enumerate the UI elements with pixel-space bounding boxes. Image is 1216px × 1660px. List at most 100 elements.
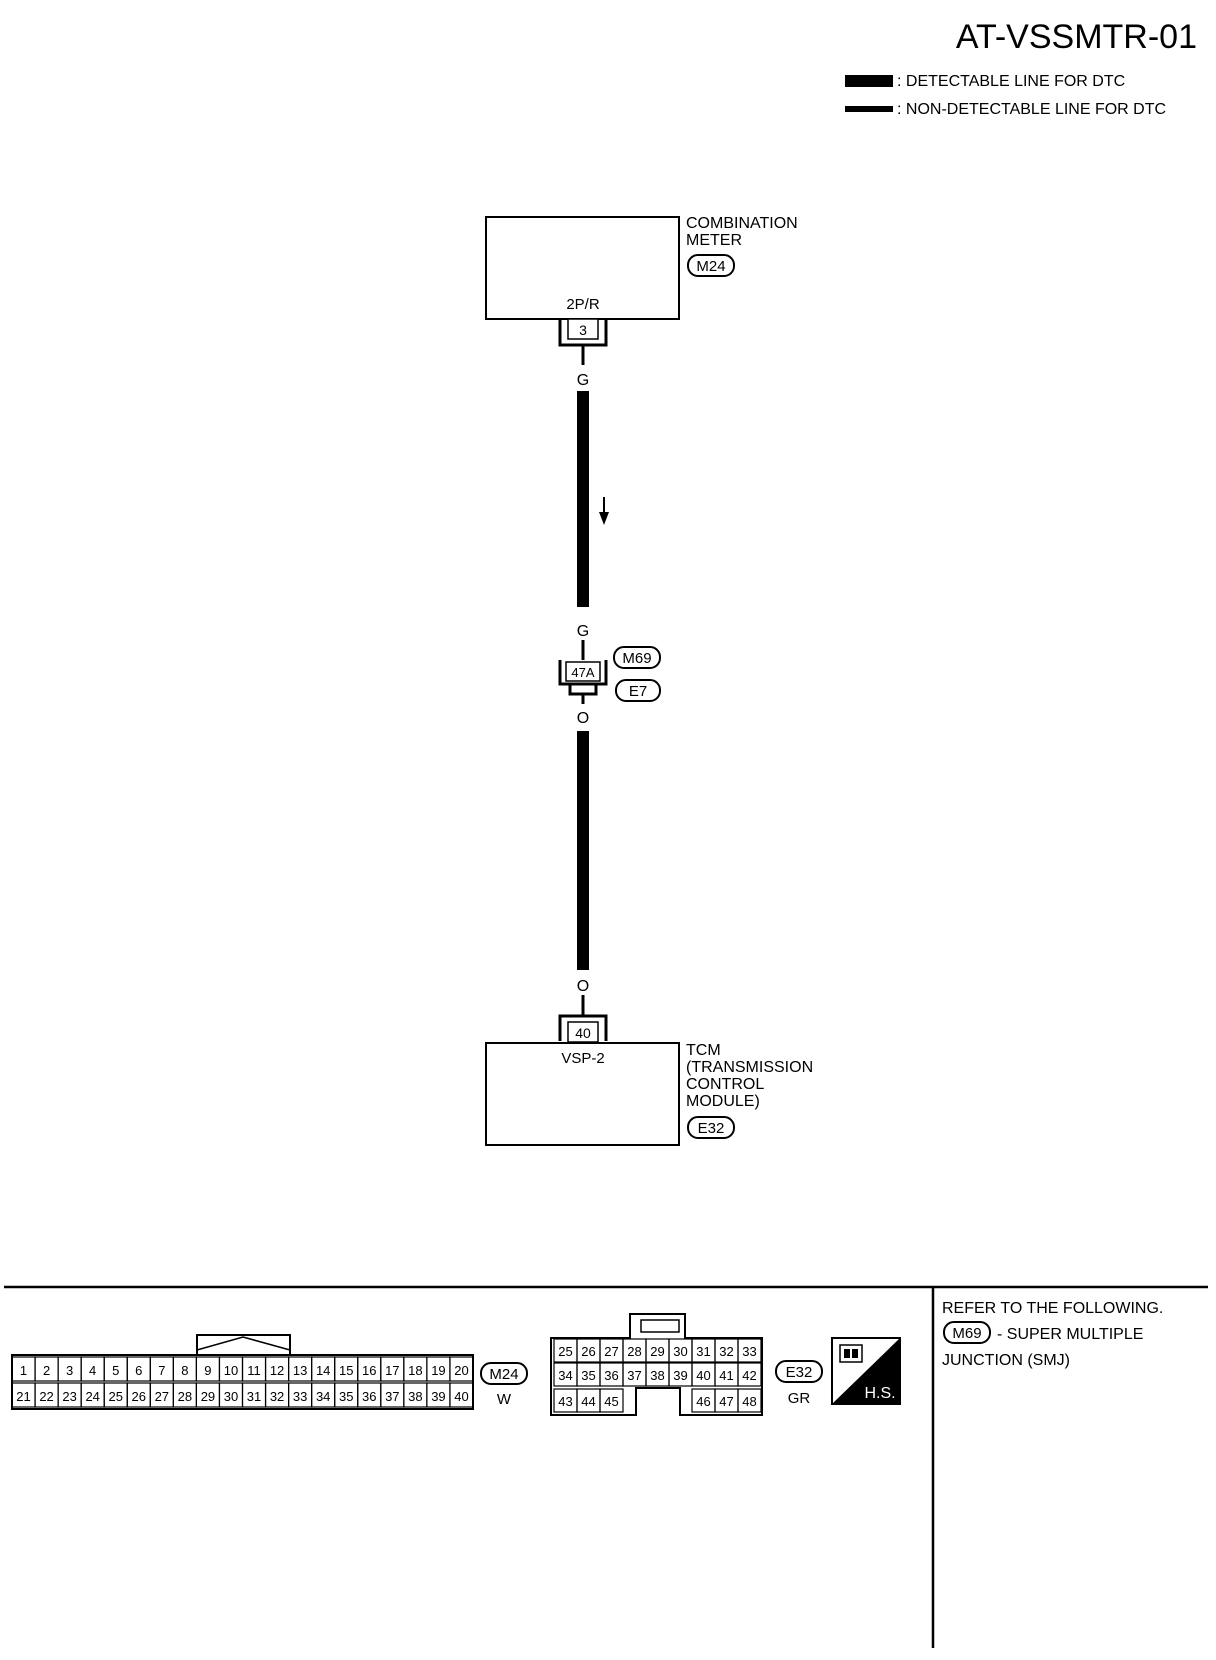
svg-text:41: 41 — [719, 1368, 733, 1383]
joint-pin-box — [565, 661, 601, 682]
connector-pin-cell: 5 — [103, 1356, 128, 1382]
svg-text:E7: E7 — [629, 683, 647, 700]
diagram-title: AT-VSSMTR-01 — [956, 18, 1197, 56]
svg-text:30: 30 — [224, 1389, 238, 1404]
connector-pin-cell: 24 — [80, 1382, 105, 1408]
m24-connector-badge: M24 — [480, 1362, 528, 1385]
svg-text:28: 28 — [178, 1389, 192, 1404]
svg-text:E32: E32 — [786, 1364, 813, 1381]
svg-text:34: 34 — [558, 1368, 572, 1383]
svg-text:27: 27 — [155, 1389, 169, 1404]
svg-text:37: 37 — [627, 1368, 641, 1383]
detectable-wire-top — [577, 391, 589, 607]
svg-text:44: 44 — [581, 1394, 595, 1409]
connector-pin-cell: 32 — [714, 1338, 739, 1363]
pin-3-box — [567, 318, 599, 340]
combination-meter-connector-badge: M24 — [687, 254, 735, 277]
connector-pin-cell: 37 — [622, 1362, 647, 1387]
connector-pin-cell: 41 — [714, 1362, 739, 1387]
svg-text:40: 40 — [696, 1368, 710, 1383]
connector-pin-cell: 44 — [576, 1388, 601, 1413]
svg-text:24: 24 — [85, 1389, 99, 1404]
notes-line-2: - SUPER MULTIPLE — [997, 1326, 1143, 1343]
connector-pin-cell: 9 — [195, 1356, 221, 1382]
joint-connector-badge-m69: M69 — [613, 646, 661, 669]
svg-text:5: 5 — [112, 1363, 119, 1378]
svg-text:15: 15 — [339, 1363, 353, 1378]
connector-pin-cell: 1 — [11, 1356, 36, 1382]
connector-pin-cell: 19 — [426, 1356, 451, 1382]
connector-pin-cell: 32 — [264, 1382, 290, 1408]
notes-connector-badge: M69 — [943, 1321, 991, 1344]
svg-text:23: 23 — [62, 1389, 76, 1404]
svg-text:31: 31 — [696, 1344, 710, 1359]
connector-pin-cell: 27 — [149, 1382, 174, 1408]
connector-pin-cell: 39 — [426, 1382, 451, 1408]
harness-side-symbol: H.S. — [831, 1337, 901, 1405]
svg-text:1: 1 — [20, 1363, 27, 1378]
connector-pin-cell: 14 — [311, 1356, 336, 1382]
pin-40-label: 40 — [575, 1025, 591, 1041]
connector-pin-cell: 16 — [357, 1356, 382, 1382]
connector-pin-cell: 10 — [218, 1356, 244, 1382]
notes-line-3: JUNCTION (SMJ) — [942, 1352, 1070, 1369]
notes-line-1: REFER TO THE FOLLOWING. — [942, 1300, 1163, 1317]
svg-text:26: 26 — [581, 1344, 595, 1359]
connector-pin-cell: 33 — [288, 1382, 313, 1408]
svg-text:21: 21 — [16, 1389, 30, 1404]
e32-connector-color: GR — [788, 1390, 811, 1407]
svg-text:4: 4 — [89, 1363, 96, 1378]
svg-text:13: 13 — [293, 1363, 307, 1378]
connector-pin-cell: 22 — [34, 1382, 59, 1408]
svg-text:6: 6 — [135, 1363, 142, 1378]
connector-pin-cell: 30 — [668, 1338, 693, 1363]
svg-text:M69: M69 — [952, 1325, 981, 1342]
connector-pin-cell: 48 — [737, 1388, 762, 1413]
svg-text:25: 25 — [108, 1389, 122, 1404]
svg-text:48: 48 — [742, 1394, 756, 1409]
connector-pin-cell: 25 — [553, 1338, 578, 1363]
combination-meter-terminal-label: 2P/R — [566, 296, 600, 313]
e32-connector-badge: E32 — [775, 1360, 823, 1383]
svg-text:16: 16 — [362, 1363, 376, 1378]
connector-pin-cell: 23 — [57, 1382, 82, 1408]
connector-pin-cell: 34 — [311, 1382, 336, 1408]
pin-40-bracket — [558, 1014, 608, 1041]
connector-pin-cell: 45 — [599, 1388, 624, 1413]
connector-pin-cell: 37 — [380, 1382, 405, 1408]
connector-pin-cell: 34 — [553, 1362, 578, 1387]
connector-pin-cell: 26 — [126, 1382, 151, 1408]
svg-text:31: 31 — [247, 1389, 261, 1404]
connector-pin-cell: 28 — [172, 1382, 198, 1408]
connector-pin-cell: 28 — [622, 1338, 647, 1363]
svg-text:27: 27 — [604, 1344, 618, 1359]
svg-text:19: 19 — [431, 1363, 445, 1378]
connector-pin-cell: 6 — [126, 1356, 151, 1382]
connector-pin-cell: 13 — [288, 1356, 313, 1382]
connector-pin-cell: 17 — [380, 1356, 405, 1382]
legend-detectable: : DETECTABLE LINE FOR DTC — [897, 73, 1125, 90]
svg-text:37: 37 — [385, 1389, 399, 1404]
svg-text:E32: E32 — [698, 1120, 725, 1137]
svg-text:8: 8 — [181, 1363, 188, 1378]
svg-text:32: 32 — [719, 1344, 733, 1359]
connector-pin-cell: 42 — [737, 1362, 762, 1387]
svg-text:12: 12 — [270, 1363, 284, 1378]
svg-text:18: 18 — [408, 1363, 422, 1378]
connector-pin-cell: 15 — [334, 1356, 359, 1382]
connector-pin-cell: 46 — [691, 1388, 716, 1413]
svg-text:40: 40 — [454, 1389, 468, 1404]
connector-pin-cell: 21 — [11, 1382, 36, 1408]
svg-text:39: 39 — [673, 1368, 687, 1383]
svg-text:M24: M24 — [489, 1366, 518, 1383]
detectable-wire-bottom — [577, 731, 589, 970]
svg-text:29: 29 — [201, 1389, 215, 1404]
tcm-connector-badge: E32 — [687, 1116, 735, 1139]
connector-pin-cell: 29 — [195, 1382, 221, 1408]
svg-text:36: 36 — [362, 1389, 376, 1404]
svg-text:28: 28 — [627, 1344, 641, 1359]
wire-color-o-2: O — [577, 978, 589, 995]
wire-color-o-1: O — [577, 710, 589, 727]
connector-pin-cell: 31 — [241, 1382, 267, 1408]
